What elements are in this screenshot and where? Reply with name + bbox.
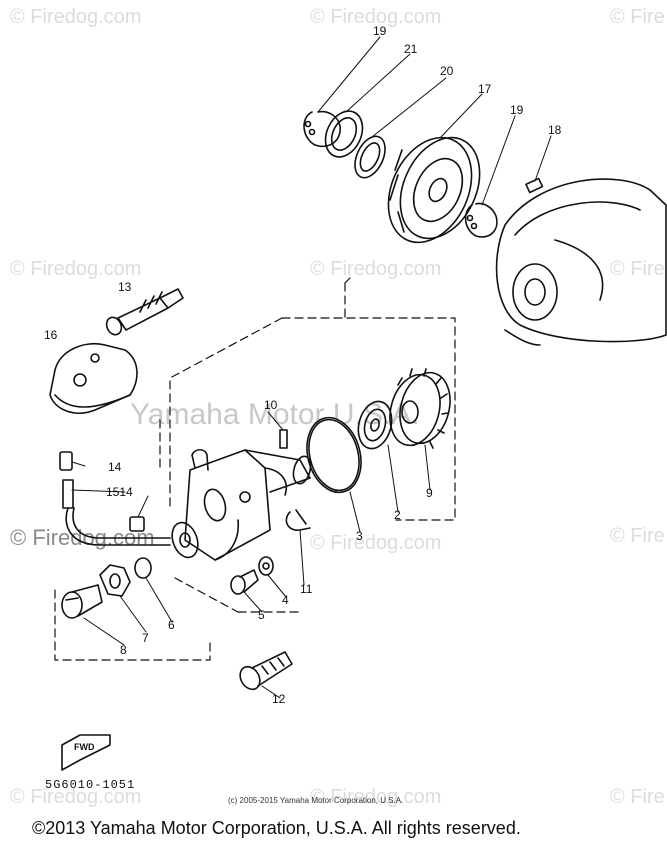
callout-7: 7 xyxy=(142,631,149,645)
o-ring-3 xyxy=(306,416,362,494)
watermark: © Fire xyxy=(610,6,665,28)
callout-14: 14 xyxy=(108,460,122,474)
bearing-2 xyxy=(357,400,393,450)
callout-18: 18 xyxy=(548,123,562,137)
callout-10: 10 xyxy=(264,398,278,412)
assembly-boundary-dashed xyxy=(54,277,456,661)
washer-21 xyxy=(324,110,364,158)
part-code: 5G6010-1051 xyxy=(45,778,136,792)
callout-4: 4 xyxy=(282,593,289,607)
callout-19: 19 xyxy=(510,103,524,117)
watermark: © Firedog.com xyxy=(310,6,442,28)
watermark: © Firedog.com xyxy=(310,532,442,554)
callout-6: 6 xyxy=(168,618,175,632)
callout-19: 19 xyxy=(373,24,387,38)
leader-lines xyxy=(71,36,552,699)
washer-4 xyxy=(258,556,274,576)
hose-15 xyxy=(62,479,171,546)
oil-pump-body xyxy=(171,448,312,561)
callout-9: 9 xyxy=(426,486,433,500)
fwd-label: FWD xyxy=(74,742,95,752)
pin-10 xyxy=(279,429,288,449)
callout-1514: 1514 xyxy=(106,485,133,499)
callout-2: 2 xyxy=(394,508,401,522)
screw-12 xyxy=(239,651,293,691)
washer-6 xyxy=(134,557,152,579)
cover-plate-16 xyxy=(49,343,138,414)
watermark: © Firedog.com xyxy=(310,258,442,280)
callout-16: 16 xyxy=(44,328,58,342)
callout-17: 17 xyxy=(478,82,492,96)
gear-17 xyxy=(387,136,481,244)
nut-7 xyxy=(99,564,131,597)
callout-12: 12 xyxy=(272,692,286,706)
gear-9 xyxy=(389,368,451,449)
screw-5 xyxy=(230,569,259,595)
watermark: © Fire xyxy=(610,525,665,547)
watermark: © Firedog.com xyxy=(310,786,442,808)
footer-copyright: ©2013 Yamaha Motor Corporation, U.S.A. A… xyxy=(32,818,521,838)
fitting-14 xyxy=(59,451,73,471)
callout-8: 8 xyxy=(120,643,127,657)
circlip-19-lower xyxy=(464,202,498,238)
callout-5: 5 xyxy=(258,608,265,622)
dowel-pin-18 xyxy=(525,177,544,194)
crankcase-cover xyxy=(495,178,667,346)
callout-11: 11 xyxy=(300,582,313,596)
circlip-19-upper xyxy=(303,110,341,147)
callout-13: 13 xyxy=(118,280,132,294)
callout-21: 21 xyxy=(404,42,418,56)
small-copyright: (c) 2005-2015 Yamaha Motor Corporation, … xyxy=(228,796,404,805)
washer-20 xyxy=(354,135,386,179)
watermark: © Fire xyxy=(610,258,665,280)
fwd-arrow-icon xyxy=(61,734,111,771)
callout-3: 3 xyxy=(356,529,363,543)
watermark: © Firedog.com xyxy=(10,6,142,28)
watermark: © Fire xyxy=(610,786,665,808)
clip-11 xyxy=(285,509,311,531)
bolt-13 xyxy=(105,288,184,336)
watermark: © Firedog.com xyxy=(10,786,142,808)
banjo-bolt-8 xyxy=(61,584,103,619)
watermark: © Firedog.com xyxy=(10,258,142,280)
callout-20: 20 xyxy=(440,64,454,78)
